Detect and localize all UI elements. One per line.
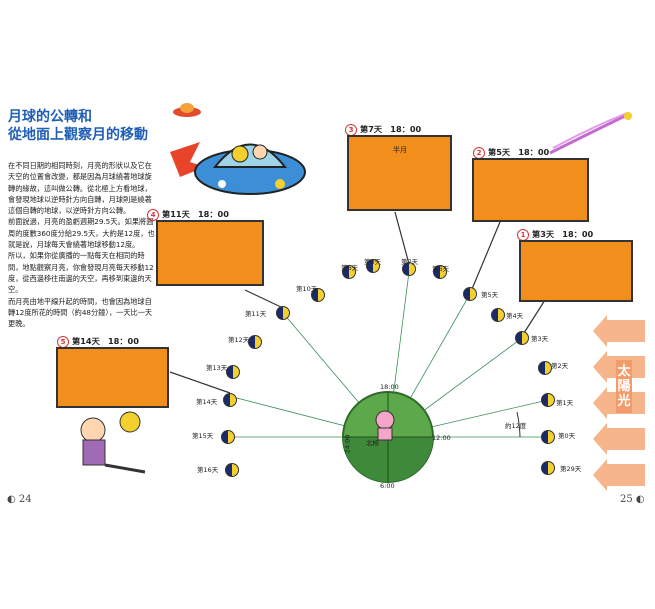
- sky-panel-day11: [156, 220, 264, 286]
- paragraph: 所以，如果你從廣播的一點每天在相同的時間，地點觀察月亮，你會發現月亮每天移動12…: [8, 251, 154, 295]
- panel-caption: 半月: [393, 146, 407, 154]
- moon-phase-icon: [402, 262, 416, 276]
- moon-phase-icon: [463, 287, 477, 301]
- day-label: 第0天: [558, 432, 576, 440]
- moon-phase-icon: [248, 335, 262, 349]
- spaceship-illustration: [170, 142, 306, 195]
- day-label: 第8天: [364, 258, 382, 266]
- page-number-left: ◐ 24: [7, 494, 32, 505]
- ufo-illustration: [173, 103, 201, 117]
- day-label: 第1天: [556, 399, 574, 407]
- body-text: 在不同日期的相同時刻，月亮的形狀以及它在天空的位置會改變，都是因為月球繞著地球旋…: [8, 160, 156, 329]
- day-label: 第6天: [432, 265, 450, 273]
- moon-phase-icon: [538, 361, 552, 375]
- day-label: 第10天: [296, 285, 318, 293]
- day-label: 第6天: [341, 264, 359, 272]
- day-label: 第11天: [245, 310, 267, 318]
- day-label: 第14天: [196, 398, 218, 406]
- day-label: 第4天: [506, 312, 524, 320]
- sky-panel-day14: [56, 347, 169, 408]
- sky-panel-day5: [472, 158, 589, 222]
- paragraph: 前面說過，月亮的盈虧週期29.5天。如果將圓周的度數360度分給29.5天，大約…: [8, 217, 155, 250]
- moon-phase-icon: [541, 461, 555, 475]
- title-line2: 從地面上觀察月的移動: [8, 127, 148, 143]
- page-number-right: 25 ◐: [620, 494, 645, 505]
- day-label: 第7天: [401, 258, 419, 266]
- paragraph: 在不同日期的相同時刻，月亮的形狀以及它在天空的位置會改變，都是因為月球繞著地球旋…: [8, 161, 152, 216]
- moon-phase-icon: [223, 393, 237, 407]
- moon-phase-icon: [541, 393, 555, 407]
- moon-phase-icon: [342, 265, 356, 279]
- sunlight-arrow: [593, 423, 645, 455]
- moon-phase-icon: [221, 430, 235, 444]
- day-label: 第15天: [192, 432, 214, 440]
- page-title: 月球的公轉和 從地面上觀察月的移動: [8, 108, 158, 144]
- sky-panel-day3: [519, 240, 633, 302]
- moon-phase-icon: [225, 463, 239, 477]
- day-label: 第16天: [197, 466, 219, 474]
- moon-phase-icon: [276, 306, 290, 320]
- day-label: 第3天: [531, 335, 549, 343]
- moon-phase-icon: [433, 265, 447, 279]
- earth-time-right: 12:00: [432, 434, 451, 442]
- day-label: 第12天: [228, 336, 250, 344]
- angle-label: 約12度: [505, 422, 527, 430]
- sunlight-arrow: [593, 315, 645, 347]
- day-label: 第29天: [560, 465, 582, 473]
- north-pole-label: 北極: [366, 439, 379, 447]
- paragraph: 而月亮由地平線升起的時間，也會因為地球自轉12度所花的時間（約48分鐘），一天比…: [8, 296, 153, 329]
- earth-time-top: 18:00: [380, 383, 399, 391]
- title-line1: 月球的公轉和: [8, 109, 92, 125]
- moon-phase-icon: [515, 331, 529, 345]
- moon-phase-icon: [541, 430, 555, 444]
- moon-phase-icon: [311, 288, 325, 302]
- day-label: 第5天: [481, 291, 499, 299]
- sunlight-label: 太陽光: [616, 360, 632, 413]
- comet-illustration: [549, 112, 632, 155]
- children-illustration: [80, 411, 146, 474]
- day-label: 第2天: [551, 362, 569, 370]
- day-label: 第13天: [206, 364, 228, 372]
- earth-time-bottom: 6:00: [380, 482, 395, 490]
- moon-phase-icon: [491, 308, 505, 322]
- sunlight-arrow: [593, 459, 645, 491]
- sky-panel-day7: 半月: [347, 135, 452, 211]
- moon-phase-icon: [226, 365, 240, 379]
- moon-phase-icon: [366, 259, 380, 273]
